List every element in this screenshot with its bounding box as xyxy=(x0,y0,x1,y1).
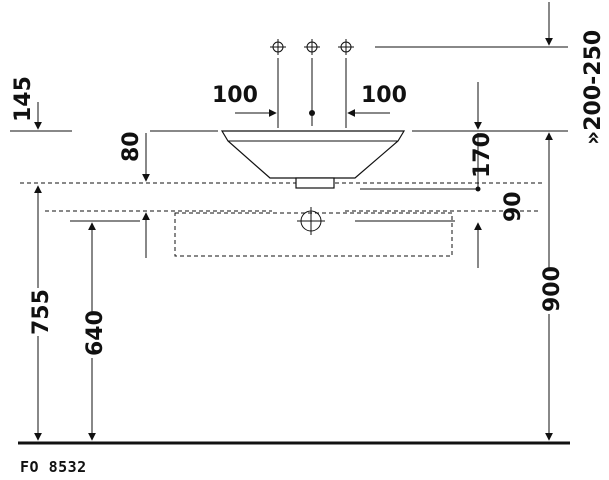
basin xyxy=(220,130,406,189)
dim-label-145: 145 xyxy=(11,76,36,122)
center-dot xyxy=(309,110,315,116)
dim-label-100-right: 100 xyxy=(361,83,407,108)
dim-label-900: 900 xyxy=(540,266,565,312)
dim-label-640: 640 xyxy=(83,310,108,356)
tap-holes xyxy=(270,39,354,55)
dim-label-170: 170 xyxy=(470,132,495,178)
drawing-code: FO 8532 xyxy=(20,458,87,476)
dim-label-range: »200-250 xyxy=(581,30,606,145)
dim-label-100-left: 100 xyxy=(212,83,258,108)
dim-label-80: 80 xyxy=(119,131,144,162)
dim-label-755: 755 xyxy=(29,289,54,335)
drawer-outline xyxy=(174,212,453,257)
drain-symbol xyxy=(297,207,325,235)
dim-label-90: 90 xyxy=(501,191,526,222)
